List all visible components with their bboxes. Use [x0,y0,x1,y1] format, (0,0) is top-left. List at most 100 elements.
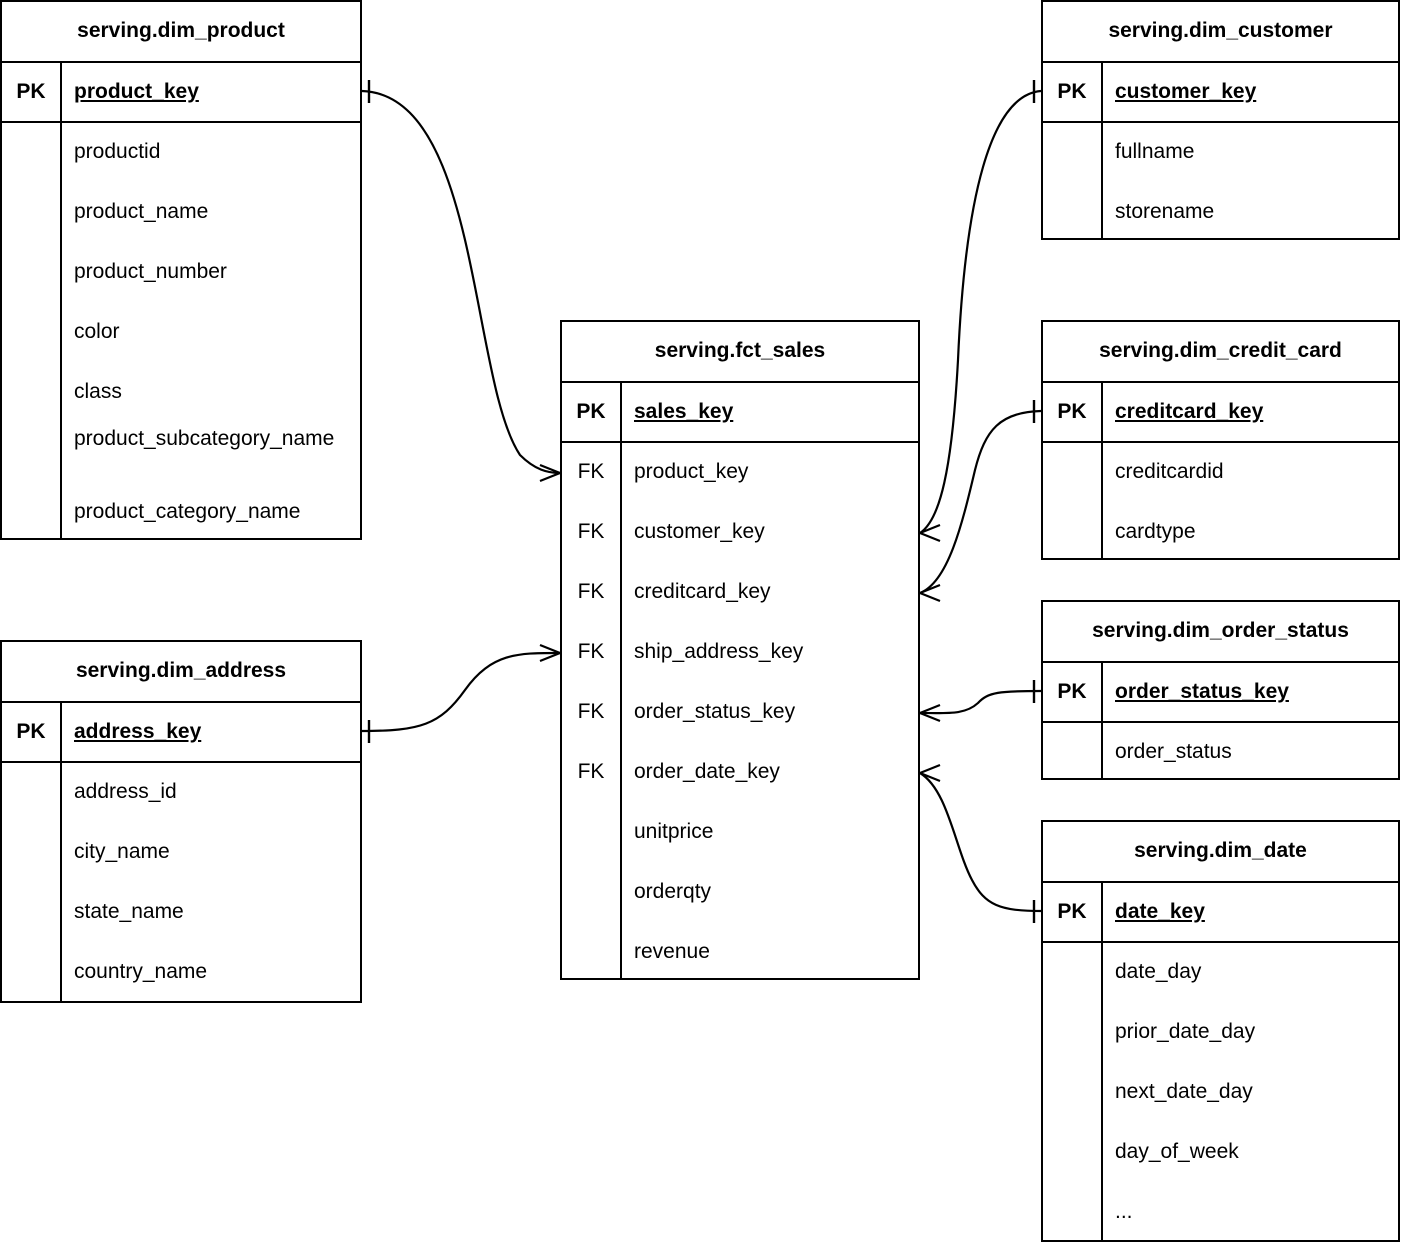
attribute-key [562,803,620,863]
attribute-name: revenue [634,940,710,963]
primary-key-row: PK order_status_key [1043,663,1398,723]
primary-key-row: PK date_key [1043,883,1398,943]
attribute-name: product_name [74,200,209,223]
primary-key-row: PK customer_key [1043,63,1398,123]
attribute-key [1043,943,1101,1003]
relationship-date [919,763,1042,923]
primary-key-row: PK address_key [2,703,360,763]
attribute-key: FK [577,460,605,483]
attribute-key [1043,1003,1101,1063]
entity-title: serving.dim_date [1043,822,1398,883]
attribute-name: date_day [1115,960,1202,983]
attribute-key [2,303,60,363]
pk-badge: PK [1057,400,1087,423]
entity-title: serving.dim_customer [1043,2,1398,63]
pk-attribute-name: product_key [74,80,199,103]
attribute-name: customer_key [634,520,765,543]
attribute-key [1043,123,1101,183]
pk-attribute-name: date_key [1115,900,1205,923]
primary-key-row: PK sales_key [562,383,918,443]
pk-badge: PK [1057,80,1087,103]
attribute-name: class [74,380,122,403]
relationship-order-status [919,680,1042,723]
attribute-key [1043,183,1101,243]
attribute-key [1043,1123,1101,1183]
attribute-name: country_name [74,960,208,983]
attribute-key [2,183,60,243]
entity-dim-address[interactable]: serving.dim_address PK address_key addre… [0,640,362,1003]
attribute-key: FK [577,520,605,543]
attribute-key [562,863,620,923]
attribute-key [2,423,60,483]
entity-dim-order-status[interactable]: serving.dim_order_status PK order_status… [1041,600,1400,780]
attribute-name: address_id [74,780,177,803]
attribute-name: state_name [74,900,184,923]
primary-key-row: PK creditcard_key [1043,383,1398,443]
pk-badge: PK [576,400,606,423]
primary-key-row: PK product_key [2,63,360,123]
attribute-name: creditcardid [1115,460,1224,483]
attribute-name: day_of_week [1115,1140,1239,1163]
entity-title: serving.dim_address [2,642,360,703]
relationship-product [361,80,561,483]
entity-fct-sales[interactable]: serving.fct_sales PK sales_key FK FK FK … [560,320,920,980]
entity-title: serving.fct_sales [562,322,918,383]
attribute-name: ship_address_key [634,640,804,663]
pk-attribute-name: sales_key [634,400,734,423]
pk-badge: PK [1057,900,1087,923]
attribute-key [2,943,60,1003]
attribute-key [562,923,620,983]
entity-title: serving.dim_order_status [1043,602,1398,663]
attribute-key [2,483,60,543]
attribute-name: city_name [74,840,170,863]
attribute-key [1043,1183,1101,1242]
attribute-name: prior_date_day [1115,1020,1256,1043]
relationship-address [361,643,561,743]
attribute-key: FK [577,700,605,723]
attribute-key [2,883,60,943]
attribute-key [1043,723,1101,783]
attribute-name: color [74,320,120,343]
pk-badge: PK [16,80,46,103]
attribute-name: ... [1115,1200,1133,1223]
attribute-name: fullname [1115,140,1195,163]
pk-badge: PK [16,720,46,743]
attribute-name: product_category_name [74,500,301,523]
attribute-key [2,123,60,183]
attribute-key [1043,503,1101,563]
attribute-key: FK [577,640,605,663]
attribute-key [2,363,60,423]
attribute-name: creditcard_key [634,580,771,603]
entity-dim-credit-card[interactable]: serving.dim_credit_card PK creditcard_ke… [1041,320,1400,560]
attribute-name: product_number [74,260,227,283]
entity-title: serving.dim_credit_card [1043,322,1398,383]
pk-attribute-name: creditcard_key [1115,400,1264,423]
attribute-name: product_key [634,460,749,483]
pk-attribute-name: customer_key [1115,80,1257,103]
attribute-name: cardtype [1115,520,1196,543]
attribute-key: FK [577,580,605,603]
attribute-key [1043,1063,1101,1123]
pk-attribute-name: order_status_key [1115,680,1289,703]
attribute-name: unitprice [634,820,714,843]
attribute-key: FK [577,760,605,783]
attribute-key [2,243,60,303]
attribute-name: next_date_day [1115,1080,1253,1103]
entity-dim-date[interactable]: serving.dim_date PK date_key date_day pr… [1041,820,1400,1242]
entity-dim-customer[interactable]: serving.dim_customer PK customer_key ful… [1041,0,1400,240]
entity-title: serving.dim_product [2,2,360,63]
attribute-name: order_date_key [634,760,780,783]
attribute-name: storename [1115,200,1215,223]
relationship-customer [919,80,1042,543]
attribute-name: order_status [1115,740,1232,763]
entity-dim-product[interactable]: serving.dim_product PK product_key produ… [0,0,362,540]
attribute-name: product_subcategory_name [74,427,335,450]
pk-attribute-name: address_key [74,720,202,743]
attribute-key [2,763,60,823]
attribute-name: productid [74,140,161,163]
attribute-key [2,823,60,883]
attribute-key [1043,443,1101,503]
pk-badge: PK [1057,680,1087,703]
attribute-name: order_status_key [634,700,796,723]
